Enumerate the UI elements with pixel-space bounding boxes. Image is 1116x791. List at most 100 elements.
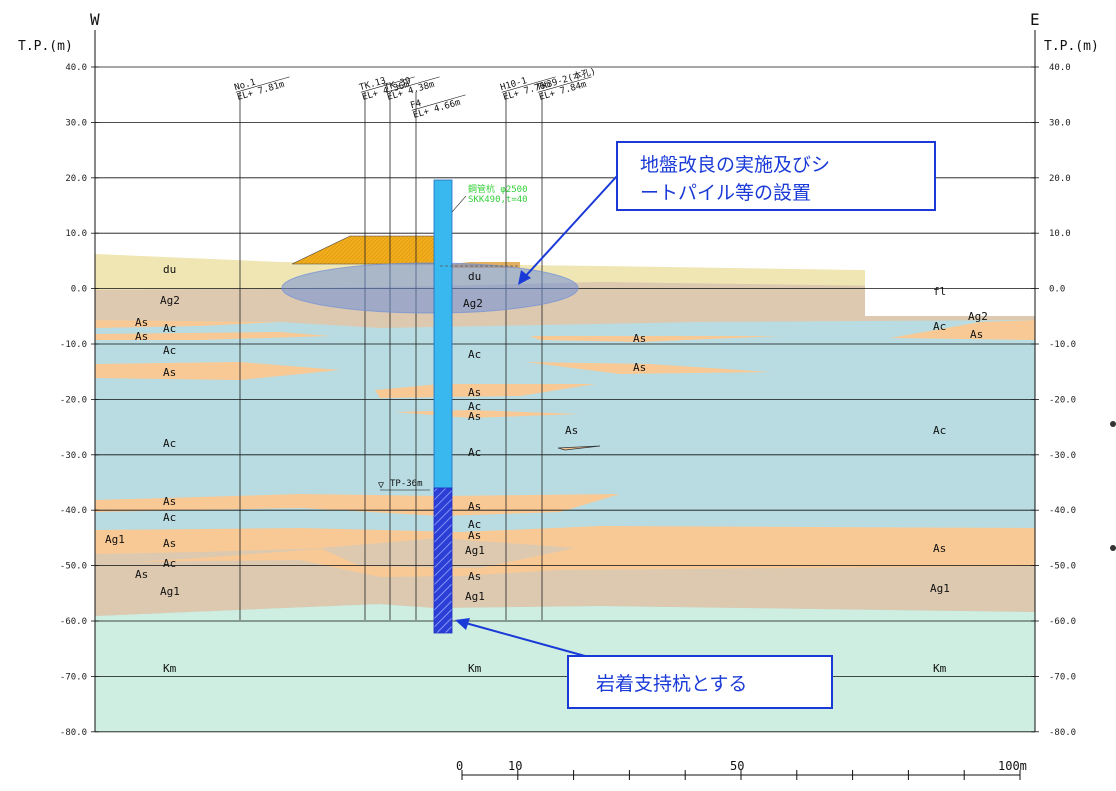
soil-label-as: As	[970, 328, 983, 341]
scale-label-0: 0	[456, 759, 463, 773]
soil-label-as: As	[163, 366, 176, 379]
borehole-label: TK39-2(本孔)EL+ 7.84m	[535, 65, 597, 103]
soil-label-ac: Ac	[163, 511, 176, 524]
soil-label-ac: Ac	[468, 400, 481, 413]
elevation-tick-left: -20.0	[60, 395, 87, 405]
elevation-tick-right: -10.0	[1049, 340, 1076, 350]
lens-as-6	[375, 384, 595, 398]
callout-ground-improvement-line1: 地盤改良の実施及びシ	[640, 154, 830, 176]
borehole-label-underline	[385, 76, 440, 93]
elevation-tick-left: 30.0	[65, 118, 87, 128]
soil-label-as: As	[468, 570, 481, 583]
elevation-tick-left: -10.0	[60, 340, 87, 350]
soil-label-ag2-3: Ag2	[968, 310, 988, 323]
layer-ag1-lower	[95, 556, 1035, 616]
borehole-label-underline	[360, 76, 415, 93]
water-level-symbol: ▽	[378, 480, 384, 491]
layer-as-lower	[95, 526, 1035, 577]
pile-spec-2: SKK490,t=40	[468, 195, 528, 205]
elevation-tick-left: -70.0	[60, 672, 87, 682]
soil-label-as: As	[468, 386, 481, 399]
lens-as-8	[890, 320, 1035, 340]
layer-ag1-left	[95, 548, 330, 564]
elevation-tick-right: -20.0	[1049, 395, 1076, 405]
soil-label-as: As	[135, 330, 148, 343]
elevation-tick-left: 40.0	[65, 63, 87, 73]
soil-label-ac: Ac	[163, 322, 176, 335]
elevation-tick-right: -70.0	[1049, 672, 1076, 682]
bullet-2	[1110, 545, 1116, 551]
borehole-label: No.1EL+ 7.81m	[233, 76, 290, 103]
soil-label-ac: Ac	[933, 320, 946, 333]
elevation-tick-right: -60.0	[1049, 617, 1076, 627]
elevation-tick-right: 0.0	[1049, 285, 1065, 295]
scale-label-10: 10	[508, 759, 522, 773]
soil-label-as: As	[135, 316, 148, 329]
elevation-tick-left: -50.0	[60, 562, 87, 572]
lens-as-5	[525, 362, 770, 374]
soil-label-du-2: du	[468, 270, 481, 283]
soil-label-ac: Ac	[468, 518, 481, 531]
callout-ground-improvement-arrow	[521, 175, 618, 281]
soil-label-as: As	[163, 537, 176, 550]
water-level: TP-36m	[390, 479, 423, 489]
elevation-tick-left: -60.0	[60, 617, 87, 627]
elevation-tick-right: 10.0	[1049, 229, 1071, 239]
soil-label-as: As	[633, 361, 646, 374]
elevation-tick-left: 10.0	[65, 229, 87, 239]
lens-as-4	[530, 336, 780, 342]
elevation-tick-right: 40.0	[1049, 63, 1071, 73]
scale-label-100: 100m	[998, 759, 1027, 773]
soil-label-as: As	[565, 424, 578, 437]
soil-label-km: Km	[933, 662, 947, 675]
ground-improvement-zone	[281, 262, 579, 314]
elevation-tick-right: -50.0	[1049, 562, 1076, 572]
soil-label-ac: Ac	[163, 557, 176, 570]
soil-label-ac: Ac	[163, 344, 176, 357]
soil-label-ac: Ac	[163, 437, 176, 450]
lens-as-3	[95, 362, 340, 380]
soil-label-ag1: Ag1	[465, 544, 485, 557]
soil-label-as: As	[468, 529, 481, 542]
lens-as-9	[557, 445, 601, 451]
soil-label-km: Km	[163, 662, 177, 675]
east-label: E	[1030, 10, 1040, 29]
lens-as-2	[95, 332, 330, 340]
layer-km	[95, 604, 1035, 732]
soil-label-ac: Ac	[468, 446, 481, 459]
elevation-tick-left: -30.0	[60, 451, 87, 461]
scale-label-50: 50	[730, 759, 744, 773]
soil-label-ac: Ac	[468, 348, 481, 361]
elevation-tick-left: -80.0	[60, 728, 87, 738]
soil-label-ac: Ac	[933, 424, 946, 437]
callout-ground-improvement-box	[616, 141, 936, 211]
embankment	[291, 235, 437, 265]
borehole-label-underline	[235, 76, 290, 93]
unit-left: T.P.(m)	[18, 39, 73, 54]
elevation-tick-left: -40.0	[60, 506, 87, 516]
arrow-head-1	[518, 270, 531, 285]
borehole-label-underline	[411, 94, 466, 111]
callout-ground-improvement-line2: ートパイル等の設置	[640, 182, 811, 204]
soil-label-ag1: Ag1	[465, 590, 485, 603]
soil-label-as: As	[163, 495, 176, 508]
soil-label-ag1: Ag1	[930, 582, 950, 595]
callout-bearing-pile-arrow	[461, 621, 586, 657]
arrow-head-2	[455, 618, 470, 630]
pile-rock-socket	[433, 487, 453, 634]
soil-labels: du du fl Ag2 Ag2 Ag2 As Ac As Ac As Ac A…	[105, 263, 988, 675]
elevation-tick-left: 0.0	[71, 285, 87, 295]
west-label: W	[90, 10, 100, 29]
soil-label-du: du	[163, 263, 176, 276]
pile-spec-1: 鋼管杭 φ2500	[468, 183, 528, 195]
borehole-label-underline	[501, 76, 556, 93]
layer-fl	[865, 270, 1035, 316]
elevation-tick-right: -40.0	[1049, 506, 1076, 516]
soil-label-ag2-2: Ag2	[463, 297, 483, 310]
soil-label-ag1: Ag1	[160, 585, 180, 598]
soil-label-as: As	[933, 542, 946, 555]
elevation-tick-right: -30.0	[1049, 451, 1076, 461]
soil-label-as: As	[135, 568, 148, 581]
